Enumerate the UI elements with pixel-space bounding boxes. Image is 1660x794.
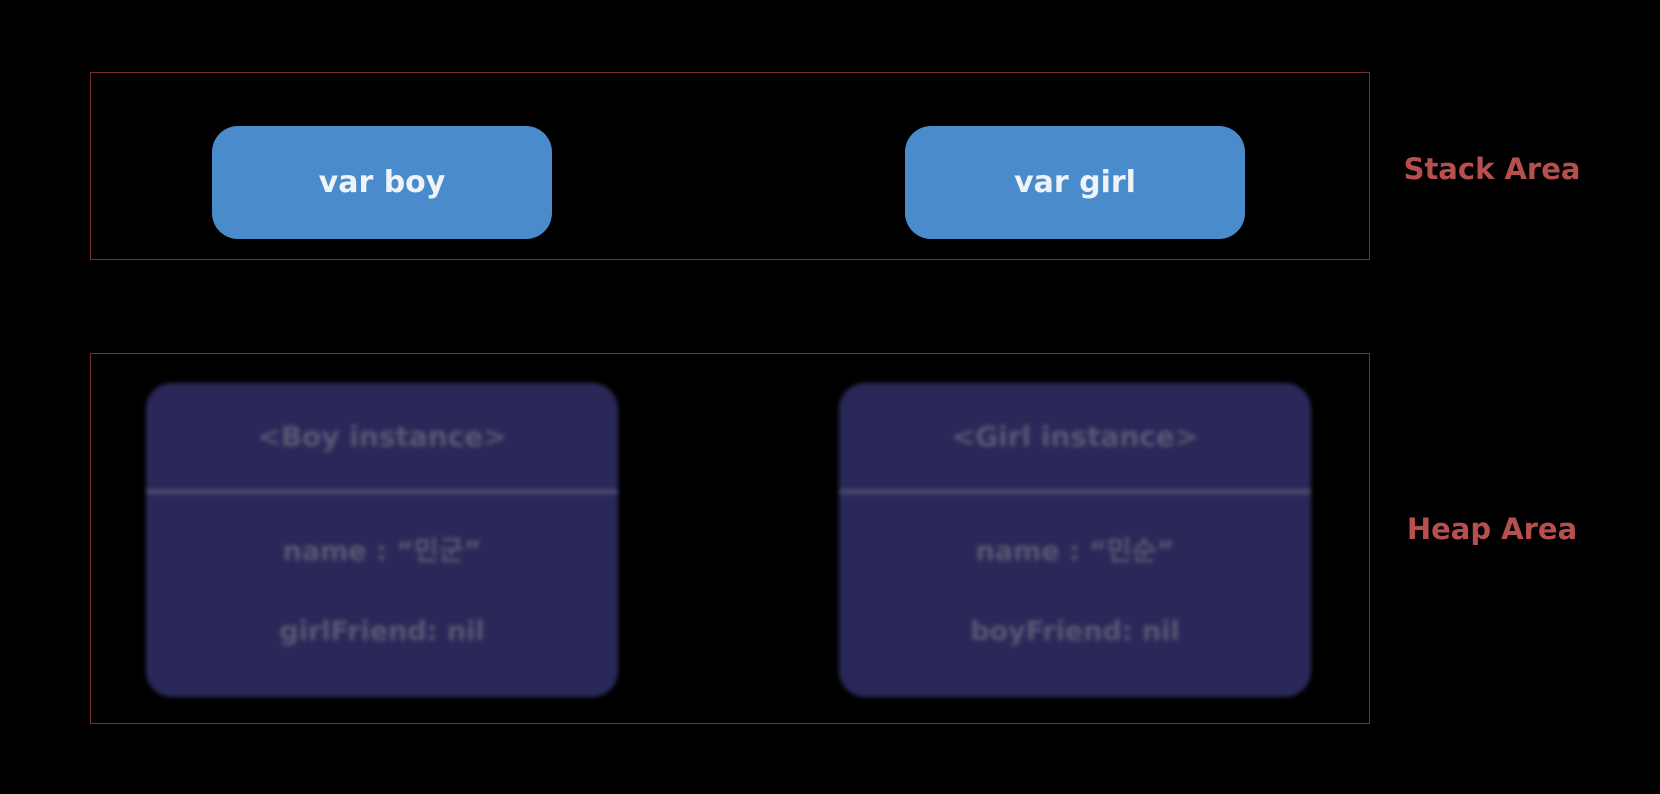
boy-instance-title: <Boy instance> xyxy=(257,419,507,453)
girl-instance-divider xyxy=(839,489,1311,494)
boy-name-field: name : “민군” xyxy=(282,536,482,567)
girl-instance-title: <Girl instance> xyxy=(951,419,1199,453)
boy-instance-fields: name : “민군” girlFriend: nil xyxy=(146,494,618,692)
girl-instance-fields: name : “민순” boyFriend: nil xyxy=(839,494,1311,692)
var-girl-label: var girl xyxy=(1014,165,1136,200)
girl-instance-box: <Girl instance> name : “민순” boyFriend: n… xyxy=(839,383,1311,697)
var-boy-label: var boy xyxy=(318,165,446,200)
girl-boyfriend-field: boyFriend: nil xyxy=(970,616,1180,647)
boy-instance-box: <Boy instance> name : “민군” girlFriend: n… xyxy=(146,383,618,697)
heap-area-label: Heap Area xyxy=(1406,512,1578,546)
heap-area-frame xyxy=(90,353,1370,724)
stack-area-label: Stack Area xyxy=(1403,152,1581,186)
boy-instance-divider xyxy=(146,489,618,494)
boy-girlfriend-field: girlFriend: nil xyxy=(279,616,485,647)
var-girl-box: var girl xyxy=(905,126,1245,239)
stack-area-frame xyxy=(90,72,1370,260)
var-boy-box: var boy xyxy=(212,126,552,239)
girl-name-field: name : “민순” xyxy=(975,536,1175,567)
